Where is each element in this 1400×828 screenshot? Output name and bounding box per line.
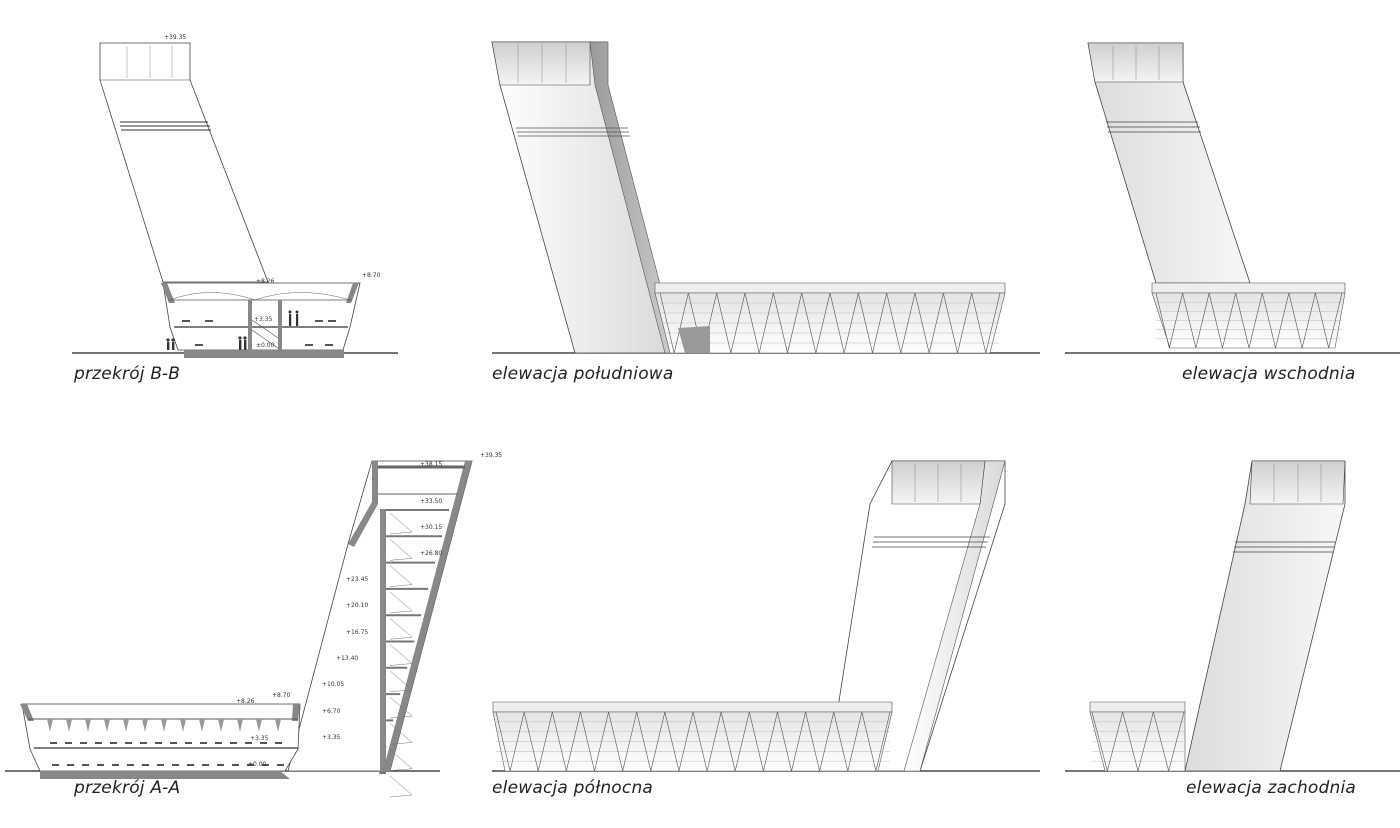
level-4: +23.45 xyxy=(346,576,368,583)
level-top-outer: +39.35 xyxy=(480,452,502,459)
tower-band xyxy=(1106,121,1201,133)
level-parapet: +8.70 xyxy=(362,272,381,279)
tower-band xyxy=(1233,541,1335,553)
caption-west: elewacja zachodnia xyxy=(1186,778,1357,798)
glazing-pattern xyxy=(495,711,891,772)
level-first: +3.35 xyxy=(254,316,273,323)
tower-cap xyxy=(491,41,591,86)
stair xyxy=(251,319,279,349)
glazing-pattern xyxy=(1091,711,1185,773)
tower-shaft xyxy=(1184,460,1346,772)
parapet-left xyxy=(20,704,34,721)
caption-east: elewacja wschodnia xyxy=(1182,364,1356,384)
podium-roof-edge xyxy=(1151,282,1346,294)
tower-wall-left xyxy=(348,461,378,547)
south-elevation-drawing xyxy=(491,41,1040,354)
level-top: +38.15 xyxy=(420,461,442,468)
east-elevation-drawing xyxy=(1065,42,1400,354)
glazing-pattern xyxy=(1155,292,1343,349)
tower-cap xyxy=(1249,460,1346,505)
west-elevation-panel: elewacja zachodnia xyxy=(1060,414,1400,828)
roof-skylights xyxy=(47,719,281,732)
caption-north: elewacja północna xyxy=(492,778,654,798)
level-roof: +8.26 xyxy=(236,698,255,705)
level-5: +20.10 xyxy=(346,602,368,609)
level-1: +33.50 xyxy=(420,498,442,505)
caption-section-bb: przekrój B-B xyxy=(74,364,181,384)
level-7: +13.40 xyxy=(336,655,358,662)
level-ground: ±0.00 xyxy=(248,761,267,768)
section-bb-panel: +39.35 +8.26 +8.70 +3.35 ±0.00 przekrój … xyxy=(0,0,420,400)
level-10: +3.35 xyxy=(322,734,341,741)
tower-cap xyxy=(891,460,986,505)
tower-wall-right xyxy=(383,461,472,771)
west-elevation-drawing xyxy=(1065,460,1400,773)
level-6: +16.75 xyxy=(346,629,368,636)
foundation-slab xyxy=(184,350,344,358)
level-3: +26.80 xyxy=(420,550,442,557)
south-elevation-panel: elewacja południowa xyxy=(460,0,1060,400)
people-figures xyxy=(166,310,299,350)
section-bb-drawing: +39.35 +8.26 +8.70 +3.35 ±0.00 xyxy=(72,34,398,358)
east-elevation-panel: elewacja wschodnia xyxy=(1060,0,1400,400)
tower-band xyxy=(120,121,211,131)
level-roof: +8.26 xyxy=(256,278,275,285)
parapet-right xyxy=(292,704,300,721)
level-parapet: +8.70 xyxy=(272,692,291,699)
foundation-slab xyxy=(40,771,290,779)
podium-roof-edge xyxy=(1089,701,1186,713)
section-aa-panel: +39.35 +38.15 +33.50 +30.15 +26.80 +23.4… xyxy=(0,414,520,828)
glazing-pattern xyxy=(659,292,1001,354)
core-wall xyxy=(380,509,386,771)
parapet-right xyxy=(346,283,359,303)
level-top: +39.35 xyxy=(164,34,186,41)
parapet-left xyxy=(161,283,175,303)
caption-section-aa: przekrój A-A xyxy=(74,778,181,798)
level-ground: ±0.00 xyxy=(256,342,275,349)
tower-band xyxy=(872,536,990,548)
level-2: +30.15 xyxy=(420,524,442,531)
furniture xyxy=(182,320,336,346)
section-aa-drawing: +39.35 +38.15 +33.50 +30.15 +26.80 +23.4… xyxy=(5,452,502,798)
podium-roof-edge xyxy=(654,282,1006,294)
tower-floors xyxy=(379,509,450,798)
tower-band xyxy=(516,127,630,137)
podium-roof-edge xyxy=(492,701,893,713)
caption-south: elewacja południowa xyxy=(492,364,674,384)
tower-outline xyxy=(99,42,269,283)
entrance xyxy=(678,326,710,353)
level-first: +3.35 xyxy=(250,735,269,742)
north-elevation-drawing xyxy=(492,460,1040,772)
north-elevation-panel: elewacja północna xyxy=(460,414,1060,828)
level-8: +10.05 xyxy=(322,681,344,688)
furniture xyxy=(50,742,284,766)
level-9: +6.70 xyxy=(322,708,341,715)
tower-shaft xyxy=(491,41,676,354)
tower-cap xyxy=(1087,42,1184,83)
